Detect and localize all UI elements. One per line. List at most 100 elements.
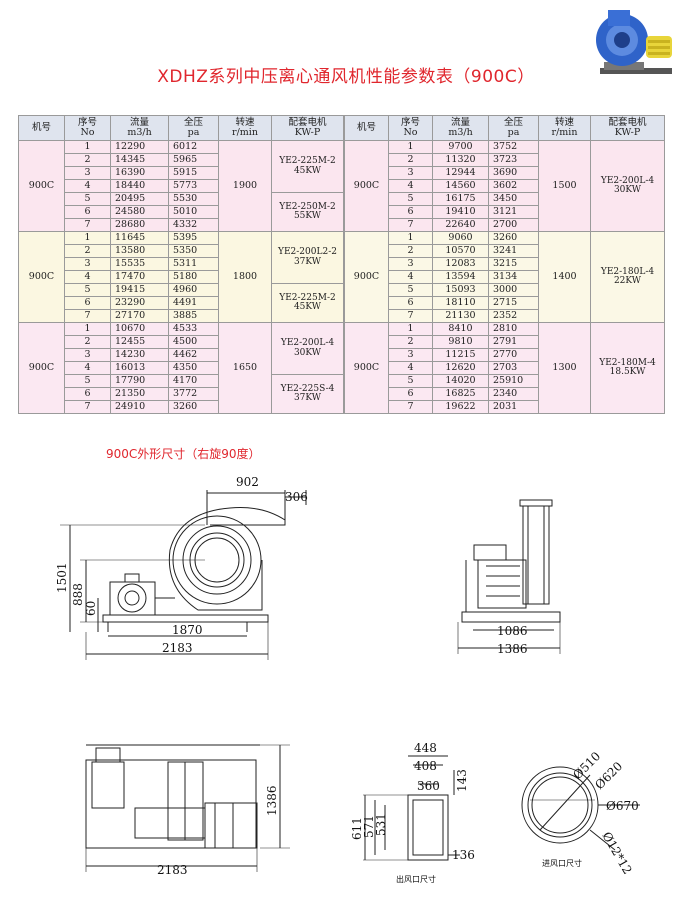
dim-1386-top: 1386 <box>265 785 279 816</box>
model-cell: 900C <box>18 231 65 323</box>
seq-header-line: No <box>403 127 418 138</box>
flow-cell: 10670 <box>110 322 169 336</box>
dim-d670: Ø670 <box>606 799 639 813</box>
pressure-cell: 4350 <box>168 361 219 375</box>
flow-cell: 12944 <box>432 166 489 180</box>
flow-cell: 10570 <box>432 244 489 258</box>
dim-571: 571 <box>362 815 376 838</box>
pressure-cell: 2031 <box>488 400 539 414</box>
pressure-cell: 2770 <box>488 348 539 362</box>
pressure-cell: 3690 <box>488 166 539 180</box>
motor-line: 45KW <box>293 302 322 312</box>
outlet-drawing <box>363 755 460 861</box>
pressure-cell: 5010 <box>168 205 219 219</box>
dim-1086: 1086 <box>497 624 528 638</box>
motor-line: 30KW <box>293 347 322 358</box>
motor-line: 37KW <box>293 393 322 403</box>
seq-cell: 4 <box>64 179 111 193</box>
pressure-cell: 4170 <box>168 374 219 388</box>
pressure-cell: 5530 <box>168 192 219 206</box>
speed-cell: 1500 <box>538 140 591 232</box>
speed-cell: 1900 <box>218 140 272 232</box>
motor-line: 45KW <box>293 165 322 176</box>
flow-cell: 13580 <box>110 244 169 258</box>
pressure-header-line: 全压 <box>503 117 523 129</box>
model-cell: 900C <box>18 140 65 232</box>
pressure-cell: 2715 <box>488 296 539 310</box>
speed-header-line: r/min <box>232 127 258 138</box>
fan-product-image <box>596 10 672 74</box>
seq-cell: 3 <box>388 166 433 180</box>
outlet-label: 出风口尺寸 <box>396 874 436 884</box>
flow-cell: 14345 <box>110 153 169 167</box>
flow-header-line: 流量 <box>129 117 149 129</box>
flow-cell: 27170 <box>110 309 169 323</box>
motor-line: YE2-250M-2 <box>279 201 336 212</box>
dim-60: 60 <box>84 601 98 616</box>
motor-line: YE2-180M-4 <box>599 357 656 368</box>
flow-cell: 9700 <box>432 140 489 154</box>
flow-cell: 20495 <box>110 192 169 206</box>
pressure-cell: 2703 <box>488 361 539 375</box>
seq-cell: 2 <box>64 244 111 258</box>
motor-line: YE2-200L-4 <box>600 175 655 186</box>
motor-line: YE2-180L-4 <box>600 266 655 277</box>
pressure-cell: 3752 <box>488 140 539 154</box>
motor-line: 22KW <box>613 276 642 286</box>
pressure-cell: 4500 <box>168 335 219 349</box>
pressure-cell: 3260 <box>168 400 219 414</box>
dim-1386-side: 1386 <box>497 642 528 656</box>
pressure-cell: 2810 <box>488 322 539 336</box>
motor-header-line: 配套电机 <box>288 117 327 129</box>
pressure-header-line: 全压 <box>183 117 203 129</box>
flow-cell: 11645 <box>110 231 169 245</box>
motor-line: YE2-225S-4 <box>280 383 335 394</box>
flow-header-line: m3/h <box>448 127 473 138</box>
flow-cell: 21350 <box>110 387 169 401</box>
dim-2183-front: 2183 <box>162 641 193 655</box>
flow-cell: 15093 <box>432 283 489 297</box>
dim-360: 360 <box>417 779 440 793</box>
pressure-cell: 5180 <box>168 270 219 284</box>
pressure-cell: 2791 <box>488 335 539 349</box>
flow-cell: 12620 <box>432 361 489 375</box>
flow-cell: 13594 <box>432 270 489 284</box>
dim-888: 888 <box>71 583 85 606</box>
speed-cell: 1300 <box>538 322 591 414</box>
pressure-cell: 2352 <box>488 309 539 323</box>
flow-cell: 23290 <box>110 296 169 310</box>
motor-line: YE2-225M-2 <box>279 156 336 167</box>
pressure-cell: 5395 <box>168 231 219 245</box>
seq-cell: 4 <box>388 361 433 375</box>
dim-2183-top: 2183 <box>157 863 188 877</box>
flow-cell: 14560 <box>432 179 489 193</box>
pressure-cell: 3723 <box>488 153 539 167</box>
flow-cell: 17470 <box>110 270 169 284</box>
inlet-label: 进风口尺寸 <box>542 858 582 868</box>
